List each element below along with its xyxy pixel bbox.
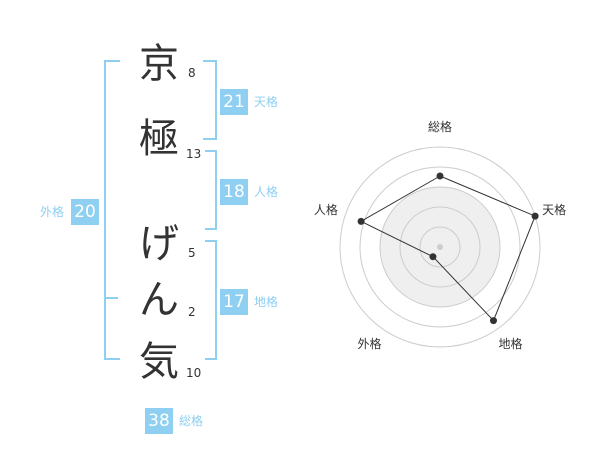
jinkaku-bracket xyxy=(205,150,217,230)
radar-point-2 xyxy=(489,317,497,325)
radar-axis-label-3: 外格 xyxy=(357,336,381,351)
radar-point-3 xyxy=(429,253,437,261)
name-char-5: 気 xyxy=(139,339,179,385)
radar-axis-label-0: 総格 xyxy=(428,119,452,134)
soukaku-label: 総格 xyxy=(179,414,204,428)
stroke-count-1: 8 xyxy=(188,66,196,80)
tenkaku-bracket xyxy=(203,60,217,140)
gaikaku-bracket-tick xyxy=(104,297,118,299)
stroke-count-3: 5 xyxy=(188,246,196,260)
stroke-count-5: 10 xyxy=(186,366,202,380)
gaikaku-label: 外格 xyxy=(40,205,65,219)
tenkaku-value-badge: 21 xyxy=(220,89,248,115)
name-char-3: げ xyxy=(139,221,179,267)
name-char-4: ん xyxy=(139,277,179,323)
radar-points xyxy=(357,172,539,325)
tenkaku-label: 天格 xyxy=(254,95,279,109)
stroke-count-2: 13 xyxy=(186,147,202,161)
radar-axis-label-2: 地格 xyxy=(499,336,523,351)
chikaku-bracket xyxy=(205,240,217,360)
radar-point-4 xyxy=(357,217,365,225)
chikaku-value-badge: 17 xyxy=(220,289,248,315)
name-char-1: 京 xyxy=(139,41,179,87)
jinkaku-value-badge: 18 xyxy=(220,179,248,205)
name-char-2: 極 xyxy=(139,116,179,162)
radar-axis-label-4: 人格 xyxy=(314,202,338,217)
radar-center-dot xyxy=(437,244,443,250)
chikaku-label: 地格 xyxy=(254,295,279,309)
jinkaku-label: 人格 xyxy=(254,185,279,199)
soukaku-value-badge: 38 xyxy=(145,408,173,434)
radar-polygon xyxy=(359,175,536,322)
radar-point-0 xyxy=(436,172,444,180)
radar-axis-label-1: 天格 xyxy=(542,202,566,217)
stroke-count-4: 2 xyxy=(188,305,196,319)
gaikaku-value-badge: 20 xyxy=(71,199,99,225)
gaikaku-bracket xyxy=(104,60,120,360)
radar-point-1 xyxy=(531,212,539,220)
